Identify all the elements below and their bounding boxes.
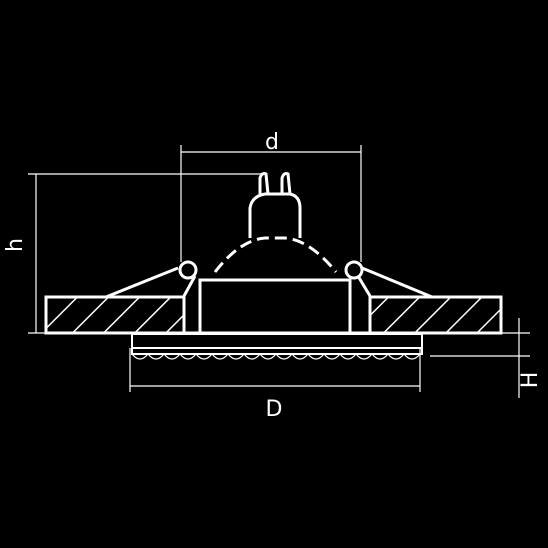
label-D: D [266, 397, 283, 422]
pivot-right [344, 260, 364, 280]
pivot-left [178, 260, 198, 280]
label-h: h [3, 238, 28, 252]
crystal-trim [131, 333, 423, 360]
dimension-d: d [180, 130, 362, 262]
ceiling-panel-right [368, 295, 503, 335]
lamp-bulb-outline [213, 172, 338, 273]
ceiling-panel-left [44, 295, 186, 335]
dimension-D: D [129, 348, 421, 422]
dimension-H: H [430, 318, 543, 398]
dimension-h: h [3, 173, 262, 334]
label-H: H [518, 372, 543, 389]
label-d: d [265, 130, 279, 155]
